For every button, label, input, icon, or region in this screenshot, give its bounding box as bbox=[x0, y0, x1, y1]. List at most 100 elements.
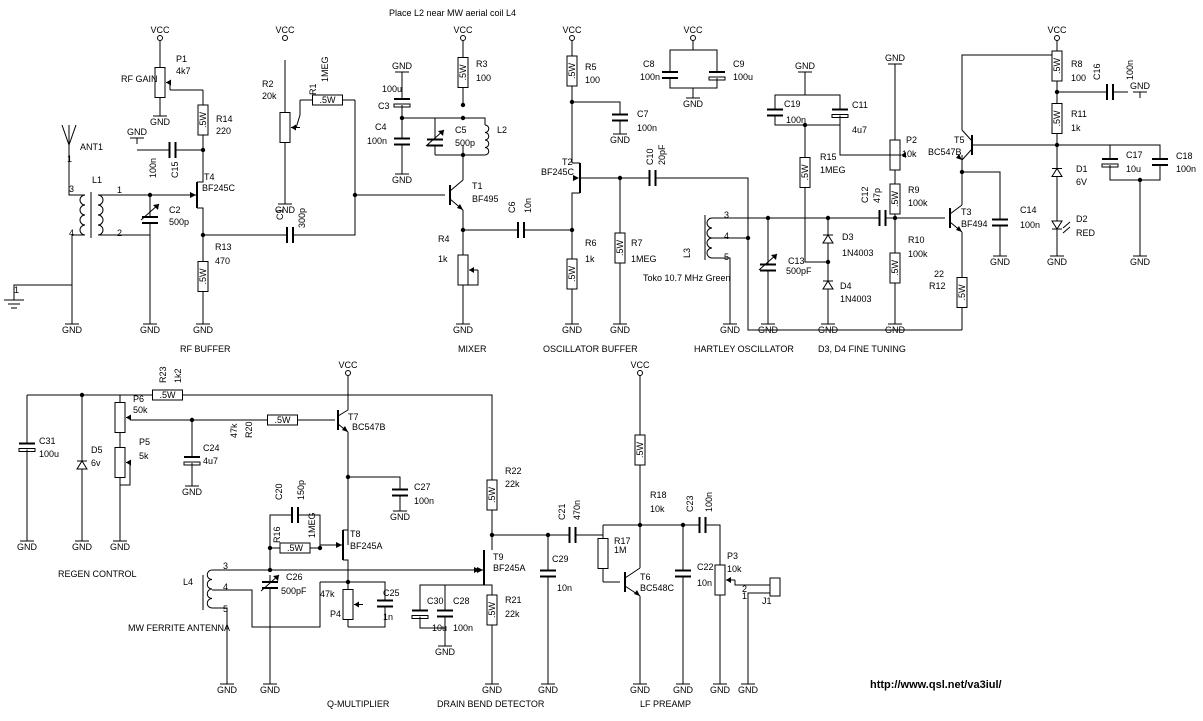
section-label: MIXER bbox=[458, 344, 487, 354]
resistor-body bbox=[279, 112, 291, 143]
label-text: 100n bbox=[414, 496, 434, 506]
label-text: 10n bbox=[697, 578, 712, 588]
gnd-label: GND bbox=[710, 685, 731, 695]
label-text: R13 bbox=[215, 242, 232, 252]
label-text: 20pF bbox=[657, 144, 667, 165]
wire bbox=[774, 120, 841, 126]
label-text: 10n bbox=[557, 583, 572, 593]
wire bbox=[665, 177, 962, 331]
vcc-terminal bbox=[637, 370, 643, 376]
resistor-rating: .5W bbox=[287, 543, 304, 553]
section-label: Q-MULTIPLIER bbox=[327, 699, 390, 709]
label-text: L3 bbox=[682, 248, 692, 258]
gnd-label: GND bbox=[127, 127, 148, 137]
gnd-label: GND bbox=[110, 542, 131, 552]
label-text: R8 bbox=[1071, 59, 1083, 69]
wire bbox=[269, 514, 285, 548]
label-text: 10u bbox=[1126, 164, 1141, 174]
label-text: 220 bbox=[216, 126, 231, 136]
junction-dot bbox=[460, 152, 466, 158]
vcc-terminal bbox=[460, 35, 466, 41]
label-text: 100 bbox=[1071, 73, 1086, 83]
wire bbox=[734, 580, 770, 586]
label-text: 100u bbox=[39, 449, 59, 459]
label-text: C12 bbox=[860, 186, 870, 203]
section-label: MW FERRITE ANTENNA bbox=[128, 623, 230, 633]
label-text: R14 bbox=[216, 114, 233, 124]
vcc-label: VCC bbox=[275, 25, 295, 35]
gnd-label: GND bbox=[885, 325, 906, 335]
label-text: 4u7 bbox=[203, 456, 218, 466]
pot-arrow bbox=[901, 152, 906, 158]
label-text: C20 bbox=[274, 483, 284, 500]
label-text: 1M bbox=[614, 545, 627, 555]
label-text: 100u bbox=[382, 84, 402, 94]
label-text: 100n bbox=[786, 115, 806, 125]
label-text: 100 bbox=[585, 75, 600, 85]
resistor-rating: .5W bbox=[567, 266, 577, 283]
label-text: C26 bbox=[286, 572, 303, 582]
label-text: P5 bbox=[139, 437, 150, 447]
label-text: R9 bbox=[908, 185, 920, 195]
gnd-label: GND bbox=[453, 325, 474, 335]
label-text: R10 bbox=[908, 235, 925, 245]
label-text: 3 bbox=[223, 561, 228, 571]
transistor-collector bbox=[961, 129, 973, 142]
section-label: RF BUFFER bbox=[180, 344, 231, 354]
label-text: C11 bbox=[852, 100, 868, 110]
label-text: D3 bbox=[842, 232, 854, 242]
label-text: BF494 bbox=[961, 219, 988, 229]
wire bbox=[419, 622, 446, 629]
transistor-arrow bbox=[342, 426, 348, 432]
gnd-label: GND bbox=[392, 61, 413, 71]
wire bbox=[712, 257, 731, 318]
label-text: 22k bbox=[505, 609, 520, 619]
gnd-label: GND bbox=[435, 647, 456, 657]
label-text: C27 bbox=[414, 482, 431, 492]
wire bbox=[1110, 144, 1161, 152]
label-text: 100n bbox=[148, 158, 158, 178]
gnd-label: GND bbox=[610, 135, 631, 145]
label-text: 100k bbox=[908, 198, 928, 208]
label-text: 47p bbox=[872, 188, 882, 203]
label-text: J1 bbox=[762, 596, 772, 606]
label-text: 50k bbox=[133, 405, 148, 415]
wire bbox=[747, 592, 770, 678]
section-label: DRAIN BEND DETECTOR bbox=[437, 699, 545, 709]
label-text: 3 bbox=[69, 184, 74, 194]
label-text: 470n bbox=[572, 500, 582, 520]
transistor-collector bbox=[949, 204, 963, 215]
label-text: BC547B bbox=[352, 422, 386, 432]
variable-arrowhead bbox=[273, 575, 279, 581]
label-text: 4 bbox=[223, 582, 228, 592]
label-text: C25 bbox=[383, 588, 400, 598]
vcc-label: VCC bbox=[338, 360, 358, 370]
label-text: C28 bbox=[453, 596, 470, 606]
label-text: C16 bbox=[1092, 63, 1102, 80]
coil-winding bbox=[79, 194, 86, 236]
vcc-terminal bbox=[157, 35, 163, 41]
wire bbox=[693, 49, 718, 65]
resistor-rating: .5W bbox=[198, 112, 208, 129]
wire bbox=[1057, 144, 1111, 152]
label-text: L2 bbox=[497, 125, 507, 135]
wire bbox=[712, 524, 721, 560]
label-text: 4 bbox=[69, 228, 74, 238]
wire bbox=[348, 476, 401, 485]
label-text: P3 bbox=[727, 551, 738, 561]
label-text: C19 bbox=[784, 99, 801, 109]
junction-dot bbox=[460, 115, 466, 121]
resistor-rating: .5W bbox=[1052, 58, 1062, 75]
label-text: 1N4003 bbox=[842, 248, 874, 258]
label-text: P1 bbox=[176, 54, 187, 64]
gnd-label: GND bbox=[673, 685, 694, 695]
label-text: R11 bbox=[1071, 109, 1087, 119]
resistor-rating: .5W bbox=[567, 63, 577, 80]
label-text: R2 bbox=[262, 79, 274, 89]
label-text: 1 bbox=[67, 154, 72, 164]
label-text: C23 bbox=[685, 495, 695, 512]
label-text: RF GAIN bbox=[121, 74, 158, 84]
gnd-label: GND bbox=[1047, 257, 1068, 267]
label-text: 47k bbox=[320, 589, 335, 599]
label-text: C2 bbox=[169, 205, 181, 215]
